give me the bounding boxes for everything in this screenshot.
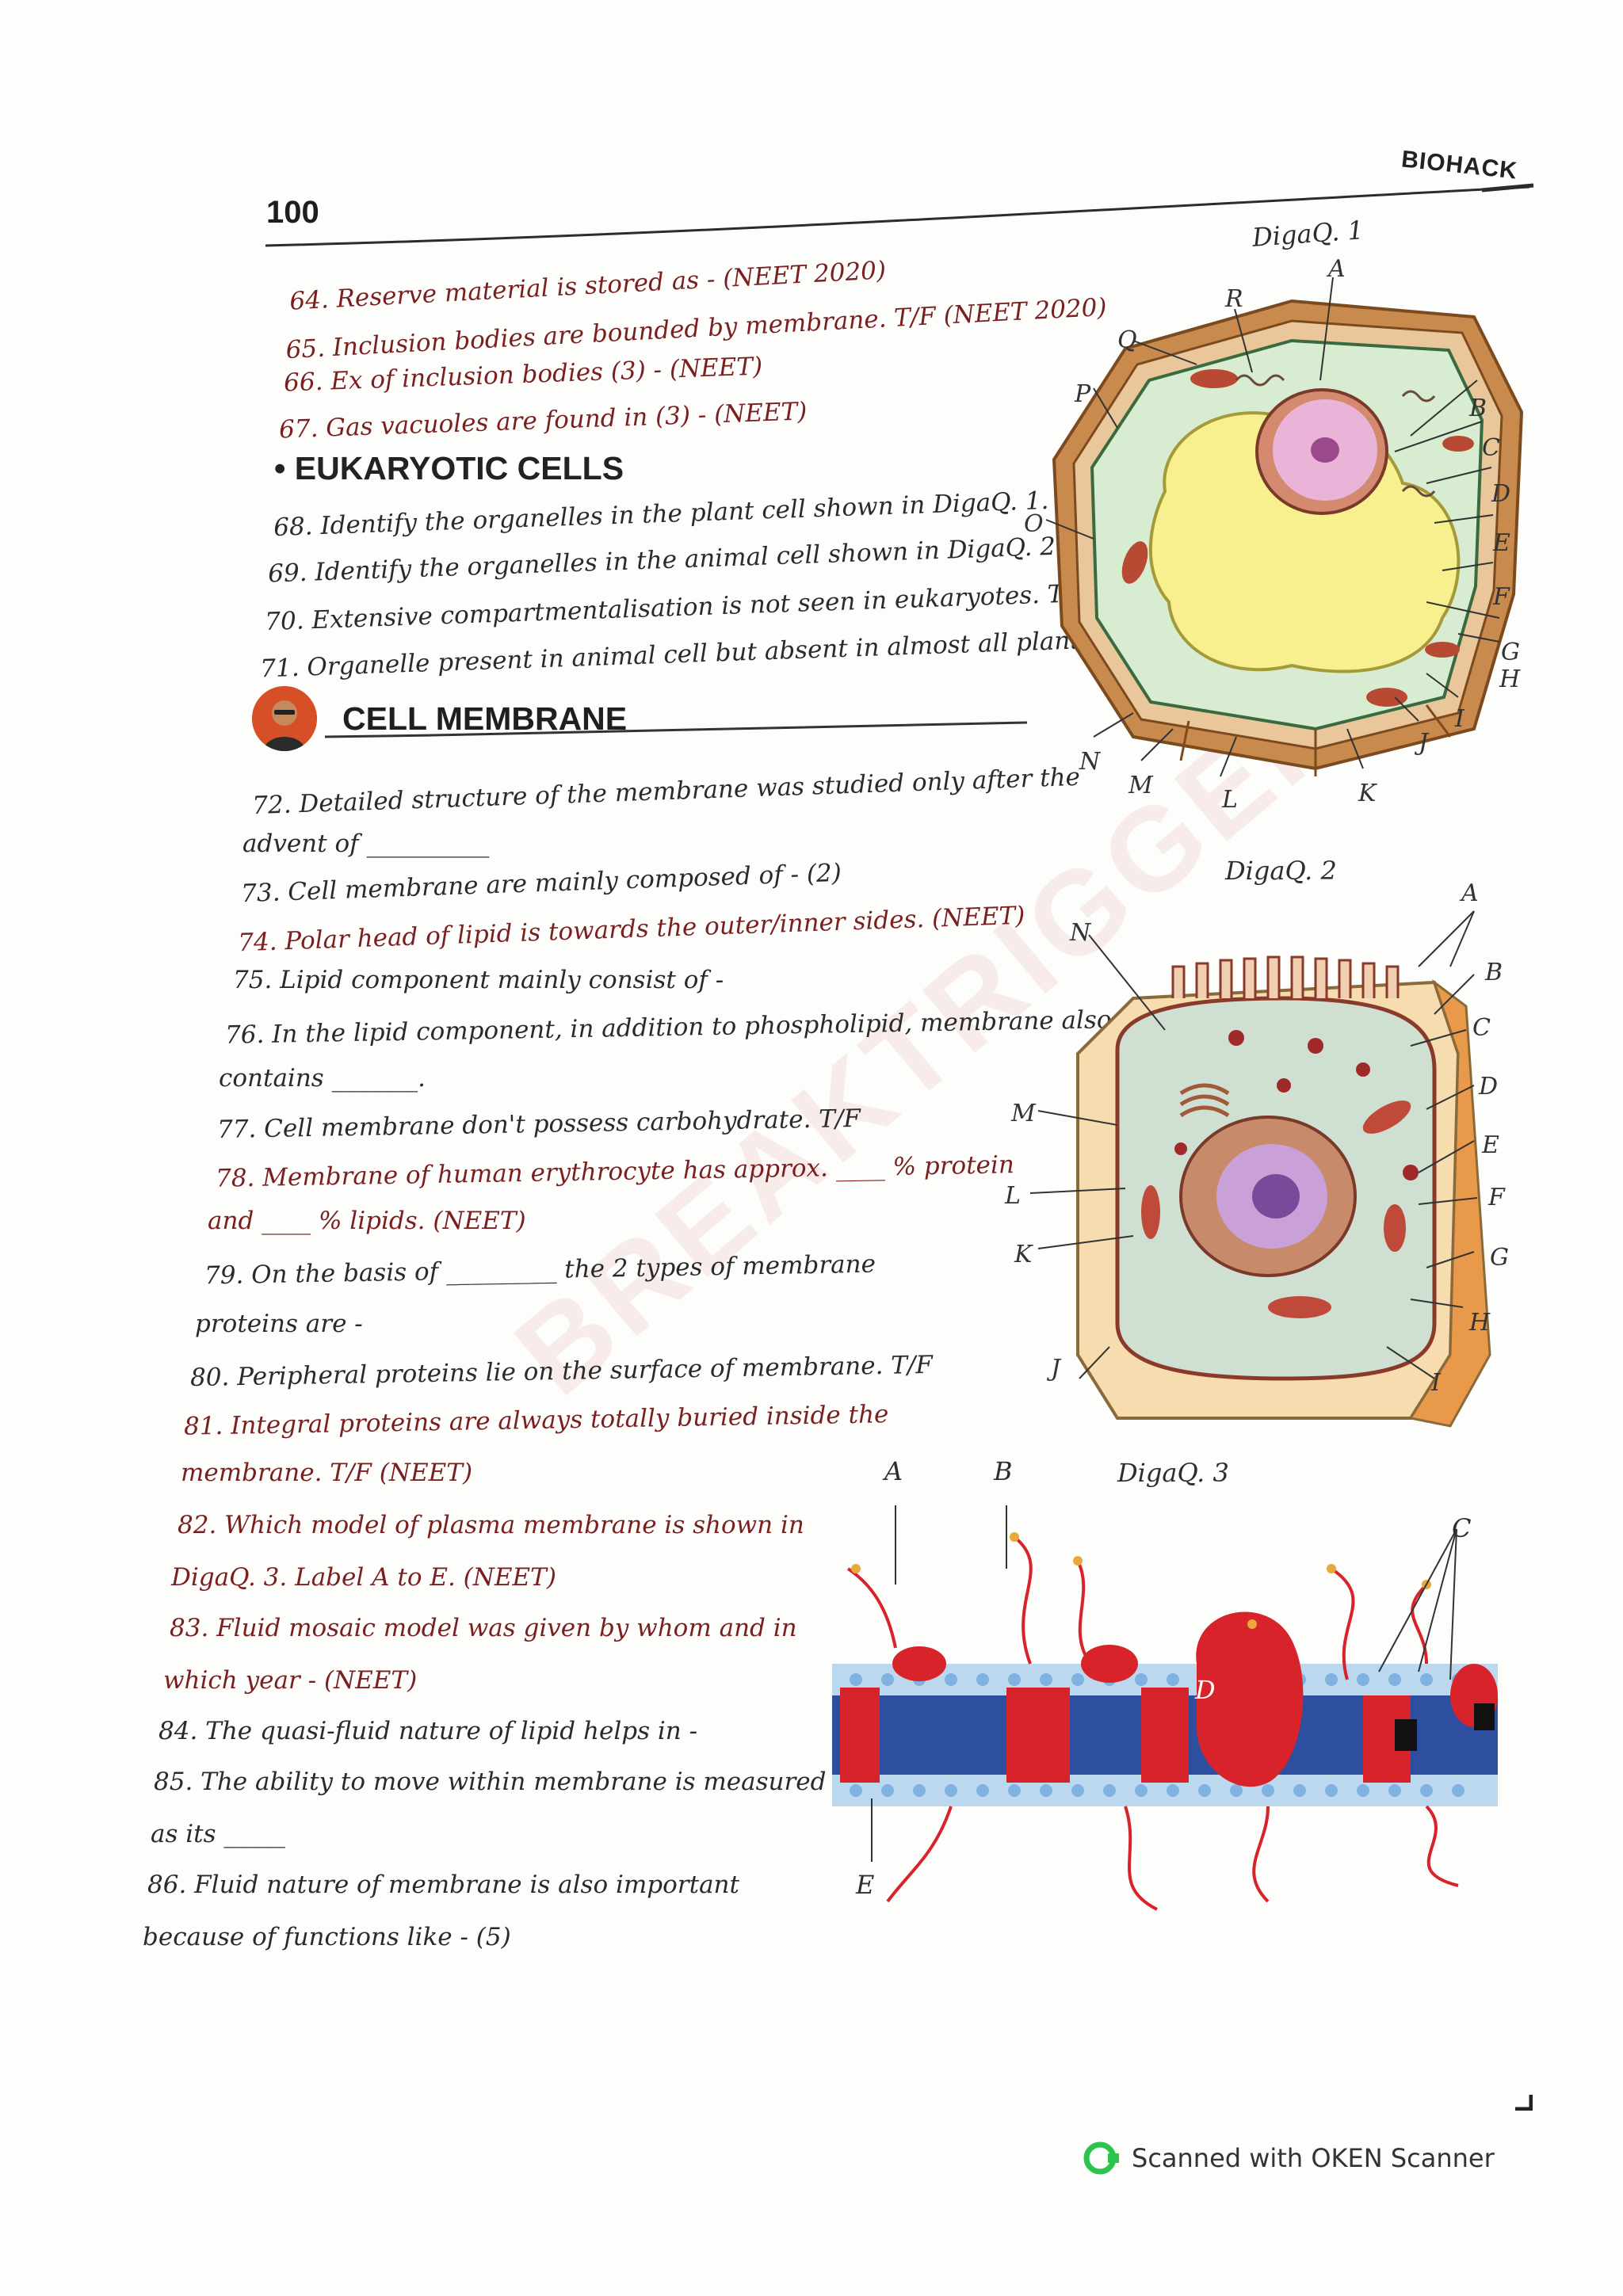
diagram3-label-e: E bbox=[856, 1870, 875, 1900]
diagram1-label-l: L bbox=[1222, 786, 1238, 814]
question-64: 64. Reserve material is stored as - (NEE… bbox=[288, 256, 887, 316]
diagram2-label-b: B bbox=[1485, 959, 1503, 986]
diagram2-label-j: J bbox=[1051, 1355, 1061, 1383]
question-78-line1: 78. Membrane of human erythrocyte has ap… bbox=[215, 1150, 1015, 1193]
avatar-face-icon bbox=[252, 686, 317, 751]
question-82-line2: DigaQ. 3. Label A to E. (NEET) bbox=[171, 1563, 556, 1592]
author-avatar bbox=[252, 686, 317, 751]
diagram3-title: DigaQ. 3 bbox=[1117, 1458, 1229, 1488]
question-81-line1: 81. Integral proteins are always totally… bbox=[183, 1400, 889, 1441]
diagram3-label-b: B bbox=[994, 1456, 1013, 1486]
diagram1-label-i: I bbox=[1455, 705, 1465, 733]
diagram1-label-h: H bbox=[1499, 666, 1521, 693]
diagram2-label-f: F bbox=[1488, 1184, 1505, 1211]
question-68: 68. Identify the organelles in the plant… bbox=[273, 486, 1049, 543]
heading-underline bbox=[324, 721, 1028, 738]
diagram1-label-m: M bbox=[1128, 772, 1153, 799]
diagram1-label-e: E bbox=[1493, 529, 1510, 557]
diagram3-label-c: C bbox=[1452, 1513, 1472, 1543]
diagram3-label-d: D bbox=[1195, 1675, 1216, 1705]
diagram1-label-r: R bbox=[1225, 285, 1243, 313]
diagram2-label-l: L bbox=[1005, 1182, 1021, 1210]
diagram2-label-a: A bbox=[1461, 879, 1479, 907]
question-74: 74. Polar head of lipid is towards the o… bbox=[237, 901, 1025, 958]
diagram2-label-i: I bbox=[1431, 1369, 1441, 1397]
fluid-mosaic-membrane-diagram bbox=[832, 1532, 1498, 1911]
diagram1-label-b: B bbox=[1469, 395, 1487, 422]
scanner-watermark: Scanned with OKEN Scanner bbox=[1083, 2139, 1495, 2177]
question-84: 84. The quasi-fluid nature of lipid help… bbox=[158, 1717, 698, 1745]
diagram2-label-m: M bbox=[1011, 1100, 1036, 1127]
question-72-line2: advent of __________ bbox=[242, 830, 490, 858]
question-69: 69. Identify the organelles in the anima… bbox=[267, 532, 1064, 589]
diagram1-label-a: A bbox=[1328, 255, 1346, 283]
diagram3-leader-lines bbox=[871, 1505, 1457, 1862]
question-79-line1: 79. On the basis of _________ the 2 type… bbox=[204, 1249, 876, 1291]
diagram1-label-d: D bbox=[1491, 480, 1511, 508]
section-heading-eukaryotic: • EUKARYOTIC CELLS bbox=[274, 450, 624, 486]
diagram1-label-j: J bbox=[1419, 729, 1429, 757]
diagram1-label-k: K bbox=[1358, 780, 1377, 807]
plant-cell-diagram bbox=[1052, 299, 1524, 776]
question-80: 80. Peripheral proteins lie on the surfa… bbox=[189, 1350, 934, 1393]
question-70: 70. Extensive compartmentalisation is no… bbox=[264, 578, 1090, 637]
diagram2-label-g: G bbox=[1490, 1244, 1509, 1272]
question-86-line1: 86. Fluid nature of membrane is also imp… bbox=[147, 1871, 739, 1899]
diagram2-label-h: H bbox=[1469, 1309, 1491, 1337]
diagram2-label-c: C bbox=[1472, 1014, 1491, 1042]
diagram1-label-n: N bbox=[1079, 748, 1101, 776]
question-67: 67. Gas vacuoles are found in (3) - (NEE… bbox=[278, 397, 808, 444]
page-number: 100 bbox=[266, 195, 319, 230]
question-81-line2: membrane. T/F (NEET) bbox=[181, 1459, 473, 1487]
diagram1-label-c: C bbox=[1482, 434, 1500, 462]
diagram1-leader-lines bbox=[1045, 277, 1500, 777]
question-85-line1: 85. The ability to move within membrane … bbox=[154, 1768, 827, 1796]
question-85-line2: as its _____ bbox=[151, 1820, 285, 1848]
question-83-line1: 83. Fluid mosaic model was given by whom… bbox=[170, 1614, 797, 1642]
question-75: 75. Lipid component mainly consist of - bbox=[233, 966, 724, 994]
diagram1-label-f: F bbox=[1493, 583, 1510, 611]
question-73: 73. Cell membrane are mainly composed of… bbox=[240, 858, 842, 909]
diagram2-label-n: N bbox=[1070, 919, 1091, 947]
diagram1-label-o: O bbox=[1024, 510, 1044, 538]
question-82-line1: 82. Which model of plasma membrane is sh… bbox=[178, 1511, 804, 1539]
question-83-line2: which year - (NEET) bbox=[163, 1666, 418, 1695]
header-rule bbox=[265, 183, 1534, 247]
question-86-line2: because of functions like - (5) bbox=[143, 1923, 511, 1951]
diagram1-label-g: G bbox=[1501, 639, 1520, 666]
question-76-line2: contains _______. bbox=[219, 1064, 426, 1093]
diagram2-label-e: E bbox=[1482, 1131, 1499, 1159]
section-heading-cell-membrane: CELL MEMBRANE bbox=[342, 700, 628, 737]
oken-scanner-logo-icon bbox=[1083, 2142, 1119, 2175]
diagram3-label-a: A bbox=[884, 1456, 903, 1486]
question-72-line1: 72. Detailed structure of the membrane w… bbox=[251, 762, 1081, 821]
question-79-line2: proteins are - bbox=[195, 1310, 363, 1338]
diagram2-leader-lines bbox=[1029, 910, 1478, 1379]
animal-cell-diagram bbox=[1076, 955, 1491, 1428]
corner-mark bbox=[1515, 2095, 1533, 2111]
diagram2-label-k: K bbox=[1014, 1241, 1033, 1268]
diagram2-label-d: D bbox=[1479, 1073, 1499, 1100]
scanner-text: Scanned with OKEN Scanner bbox=[1132, 2143, 1495, 2173]
question-78-line2: and ____ % lipids. (NEET) bbox=[208, 1207, 526, 1235]
diagram1-label-p: P bbox=[1075, 380, 1091, 408]
book-brand: BIOHACK bbox=[1400, 146, 1519, 185]
diagram2-title: DigaQ. 2 bbox=[1225, 856, 1337, 886]
